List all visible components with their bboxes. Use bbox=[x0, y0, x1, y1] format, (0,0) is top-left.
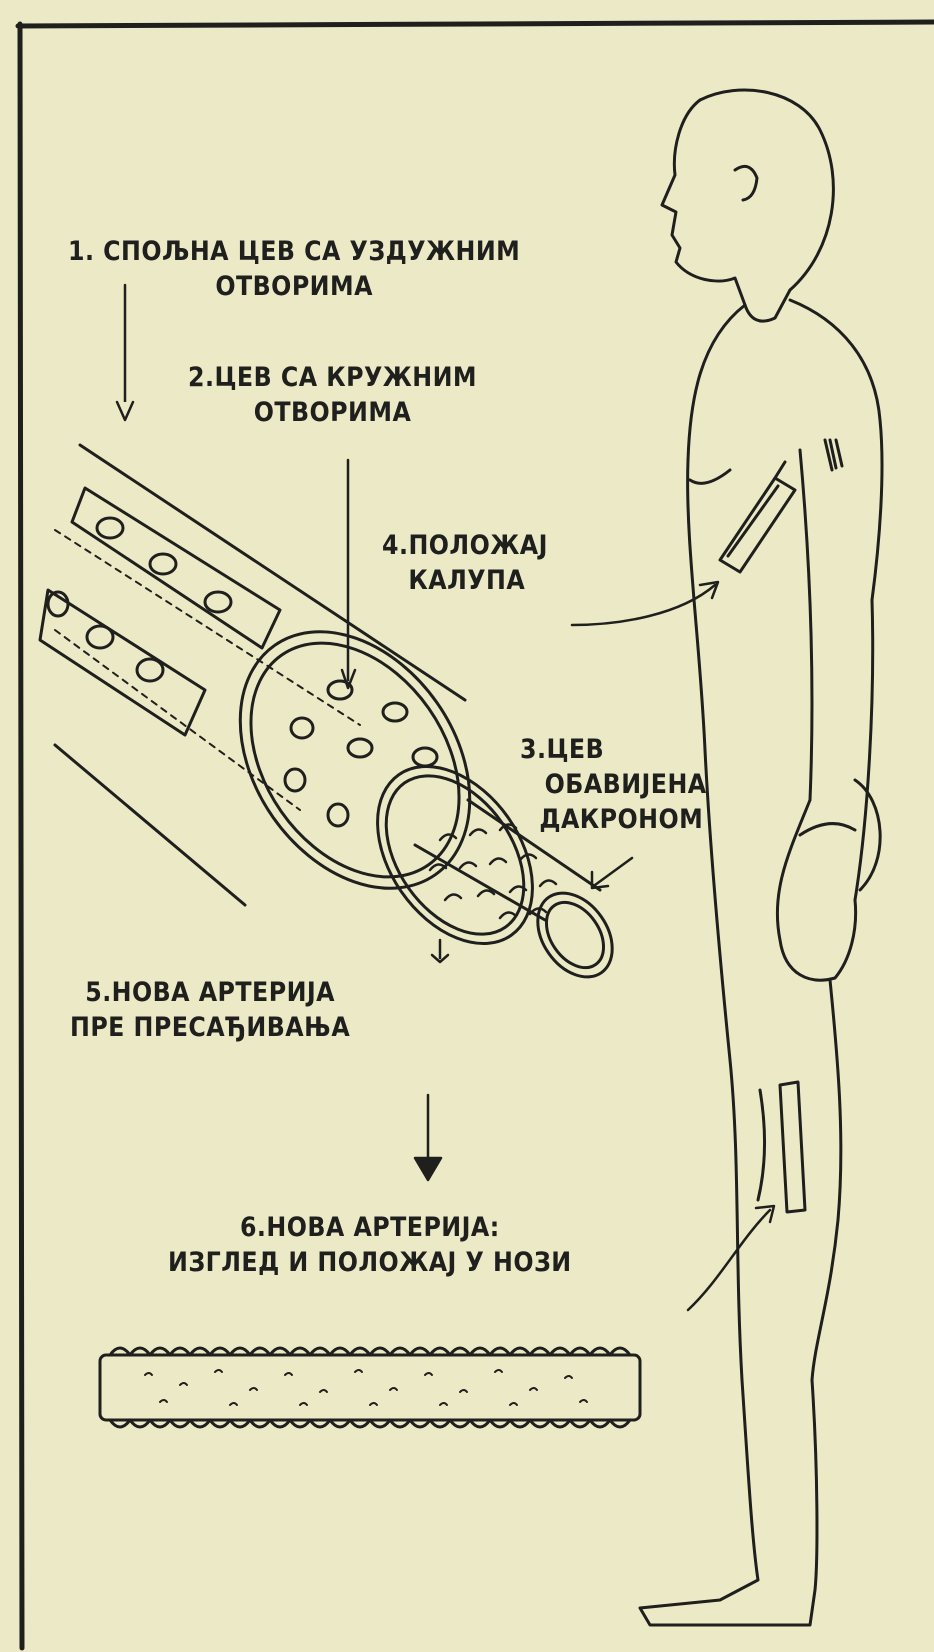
label-dacron-tube-line2: ОБАВИЈЕНА bbox=[520, 767, 707, 802]
label-new-artery-before-line2: ПРЕ ПРЕСАЂИВАЊА bbox=[70, 1010, 350, 1045]
label-dacron-tube: 3.ЦЕВ ОБАВИЈЕНА ДАКРОНОМ bbox=[520, 732, 707, 837]
label-outer-tube: 1. СПОЉНА ЦЕВ СА УЗДУЖНИМ ОТВОРИМА bbox=[68, 234, 520, 304]
new-artery-drawing bbox=[100, 1348, 640, 1427]
label-outer-tube-line2: ОТВОРИМА bbox=[68, 269, 520, 304]
label-outer-tube-line1: 1. СПОЉНА ЦЕВ СА УЗДУЖНИМ bbox=[68, 234, 520, 269]
label-dacron-tube-line1: 3.ЦЕВ bbox=[520, 732, 707, 767]
label-round-holes-tube-line2: ОТВОРИМА bbox=[188, 395, 477, 430]
label-new-artery-in-leg-line2: ИЗГЛЕД И ПОЛОЖАЈ У НОЗИ bbox=[168, 1245, 572, 1280]
label-new-artery-in-leg-line1: 6.НОВА АРТЕРИЈА: bbox=[168, 1210, 572, 1245]
label-new-artery-before-line1: 5.НОВА АРТЕРИЈА bbox=[70, 975, 350, 1010]
label-new-artery-in-leg: 6.НОВА АРТЕРИЈА: ИЗГЛЕД И ПОЛОЖАЈ У НОЗИ bbox=[168, 1210, 572, 1280]
label-dacron-tube-line3: ДАКРОНОМ bbox=[520, 802, 707, 837]
label-new-artery-before: 5.НОВА АРТЕРИЈА ПРЕ ПРЕСАЂИВАЊА bbox=[70, 975, 350, 1045]
round-holes-tube-drawing bbox=[193, 588, 517, 932]
label-round-holes-tube: 2.ЦЕВ СА КРУЖНИМ ОТВОРИМА bbox=[188, 360, 477, 430]
label-mold-position-line1: 4.ПОЛОЖАЈ bbox=[382, 528, 548, 563]
label-mold-position-line2: КАЛУПА bbox=[382, 563, 548, 598]
label-mold-position: 4.ПОЛОЖАЈ КАЛУПА bbox=[382, 528, 548, 598]
label-round-holes-tube-line1: 2.ЦЕВ СА КРУЖНИМ bbox=[188, 360, 477, 395]
human-figure-drawing bbox=[640, 90, 882, 1625]
outer-tube-drawing bbox=[40, 445, 465, 905]
